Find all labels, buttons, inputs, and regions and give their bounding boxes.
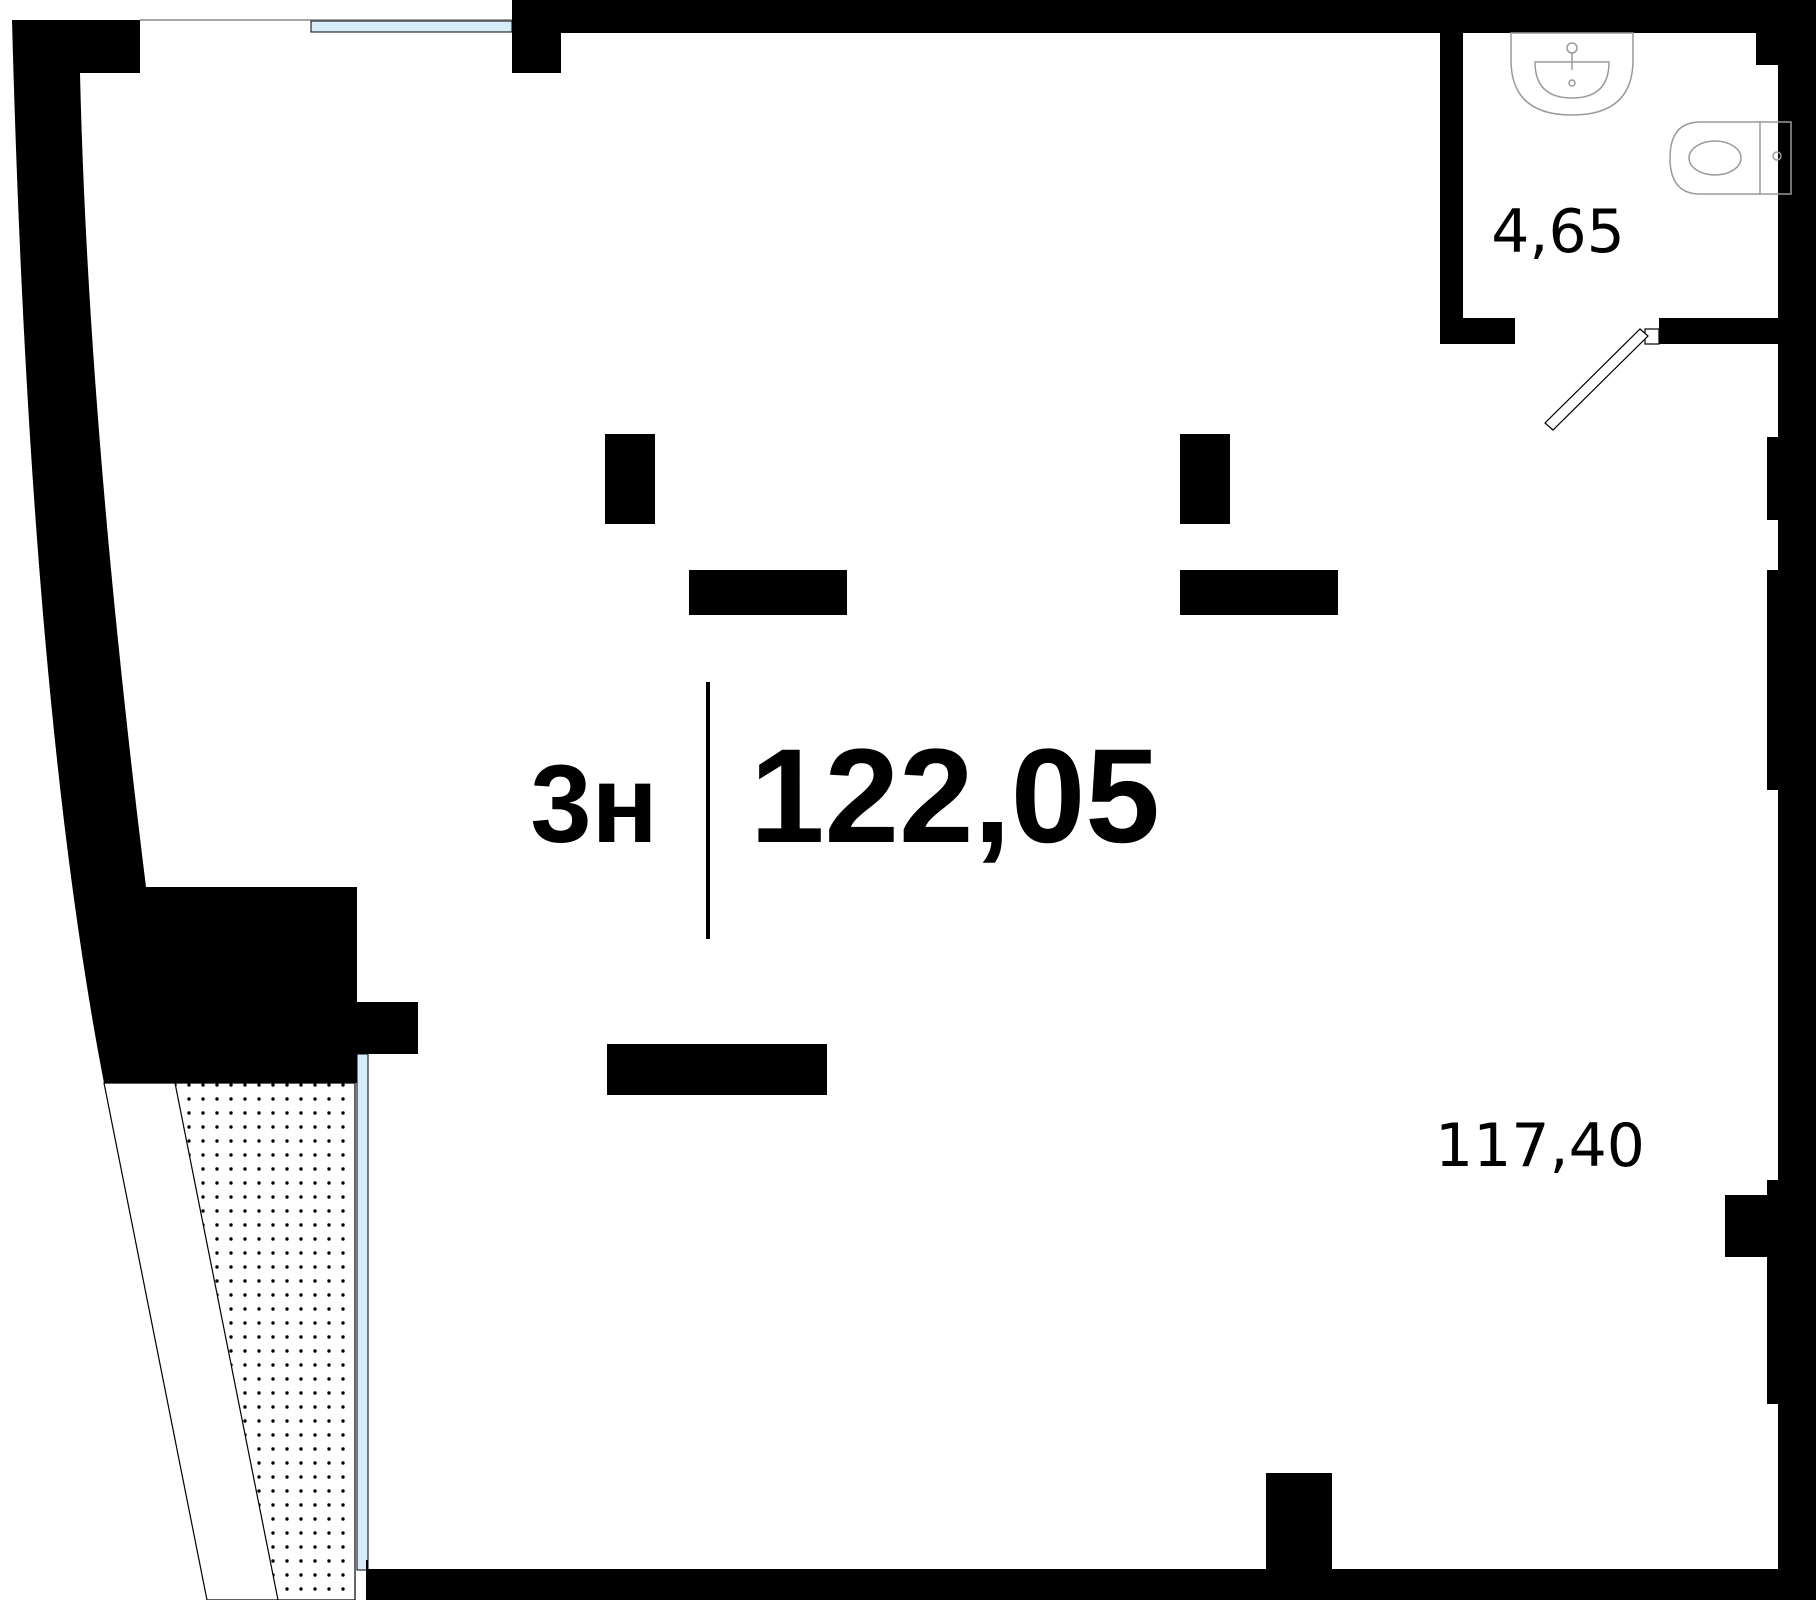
exterior-wall-bottom: [366, 1569, 1778, 1600]
left-window: [356, 1053, 369, 1600]
toilet-icon: [1669, 121, 1792, 195]
exterior-wall-left: [12, 20, 418, 1083]
right-wall-recess: [1778, 33, 1779, 34]
columns: [605, 434, 1338, 1569]
title-divider: [706, 682, 710, 939]
bathroom-walls: [1440, 33, 1778, 344]
terrace: [103, 1082, 356, 1600]
unit-number: 3н: [530, 743, 658, 866]
exterior-wall-right-inner-fix: [1756, 33, 1778, 65]
top-window: [140, 19, 513, 33]
door-swing-icon: [1544, 328, 1660, 431]
sink-icon: [1510, 32, 1634, 116]
main-room-area: 117,40: [1435, 1111, 1645, 1181]
bathroom-area: 4,65: [1491, 197, 1625, 267]
total-area: 122,05: [750, 722, 1160, 871]
